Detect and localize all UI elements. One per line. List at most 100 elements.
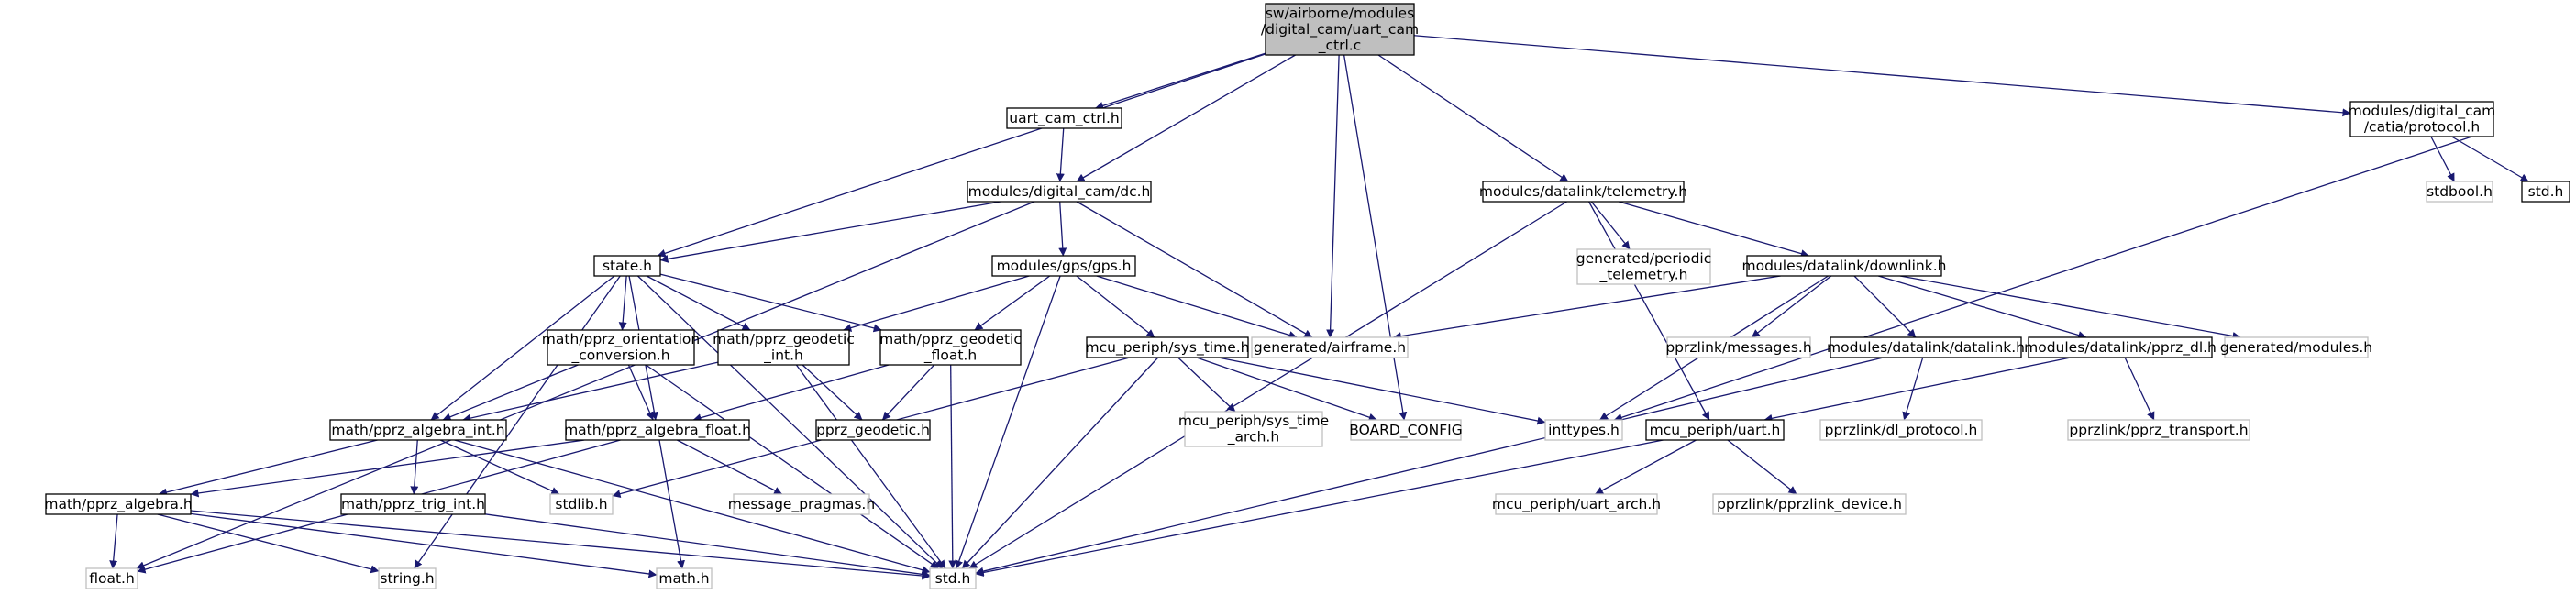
edge-alg_int_h-to-std_h [454,439,931,575]
node-catia-protocol-h[interactable]: modules/digital_cam/catia/protocol.h [2349,101,2495,138]
node-box [547,329,695,366]
node-label: math/pprz_algebra.h [44,496,192,513]
edge-pprz_dl_h-to-pprz_transport_h [2124,357,2155,421]
node-messages-h: pprzlink/messages.h [1665,336,1812,358]
edge-root-to-airframe_h [1326,54,1340,338]
node-label: modules/digital_cam [2349,103,2495,120]
edge-geo_float_h-to-alg_float_h [692,364,890,423]
edge-sys_time_h-to-board_config [1196,357,1377,422]
node-box [1251,336,1409,358]
node-box [967,181,1152,203]
edge-alg_float_h-to-msg_pragmas_h [677,439,783,495]
node-dc-h[interactable]: modules/digital_cam/dc.h [967,181,1152,203]
node-label: inttypes.h [1548,422,1620,438]
node-box [1645,419,1785,441]
node-box [1819,419,1983,441]
node-uart-cam-ctrl-h[interactable]: uart_cam_ctrl.h [1006,107,1122,129]
node-pprz-dl-h[interactable]: modules/datalink/pprz_dl.h [2024,336,2217,358]
node-box [717,329,850,366]
node-box [2349,101,2494,138]
node-label: _int.h [763,347,803,365]
node-label: /digital_cam/uart_cam [1261,21,1419,38]
edge-telemetry_h-to-periodic_tel_h [1590,201,1631,250]
node-box [2067,419,2250,441]
node-telemetry-h[interactable]: modules/datalink/telemetry.h [1479,181,1687,203]
node-box [2224,336,2369,358]
node-label: uart_cam_ctrl.h [1009,110,1119,127]
edge-datalink_h-to-std_h [975,357,1884,576]
node-uart-h[interactable]: mcu_periph/uart.h [1645,419,1785,441]
node-box [991,255,1136,277]
node-label: modules/digital_cam/dc.h [968,183,1151,201]
edge-root-to-uart_cam_ctrl_h [1095,52,1266,110]
node-label: state.h [603,258,652,274]
node-label: mcu_periph/sys_time.h [1086,339,1250,357]
node-label: generated/modules.h [2220,339,2372,356]
edge-root-to-state_h [657,53,1266,258]
node-box [1544,419,1623,441]
node-label: generated/airframe.h [1254,339,1406,356]
node-geo-float-h[interactable]: math/pprz_geodetic_float.h [879,329,1022,366]
node-downlink-h[interactable]: modules/datalink/downlink.h [1742,255,1947,277]
node-label: stdlib.h [555,496,607,512]
node-label: mcu_periph/uart_arch.h [1492,496,1661,513]
node-box [1350,419,1462,441]
node-box [593,255,661,277]
node-sys-time-h[interactable]: mcu_periph/sys_time.h [1086,336,1250,358]
node-label: math/pprz_algebra_float.h [564,422,751,439]
node-box [340,493,486,515]
node-label: mcu_periph/sys_time [1178,412,1329,430]
node-airframe-h: generated/airframe.h [1251,336,1409,358]
node-sys-time-arch-h: mcu_periph/sys_time_arch.h [1178,411,1329,447]
node-box [1495,493,1658,515]
node-alg-float-h[interactable]: math/pprz_algebra_float.h [564,419,751,441]
edge-alg_int_h-to-stdlib_h [439,439,560,495]
node-datalink-h[interactable]: modules/datalink/datalink.h [1827,336,2025,358]
edge-alg_int_h-to-trig_int_h [410,439,419,495]
edge-geo_float_h-to-std_h [948,364,957,569]
edge-state_h-to-alg_int_h [430,275,615,421]
node-std-h: std.h [929,567,977,589]
node-alg-h[interactable]: math/pprz_algebra.h [44,493,193,515]
node-label: math/pprz_trig_int.h [341,496,485,513]
node-label: float.h [89,570,135,587]
edge-telemetry_h-to-std_h [968,201,1567,569]
node-state-h[interactable]: state.h [593,255,661,277]
edge-uart_cam_ctrl_h-to-dc_h [1056,127,1065,182]
node-label: mcu_periph/uart.h [1650,422,1781,439]
node-std-h-2[interactable]: std.h [2521,181,2570,203]
edge-telemetry_h-to-downlink_h [1618,201,1809,258]
node-gps-h[interactable]: modules/gps/gps.h [991,255,1136,277]
node-float-h: float.h [85,567,138,589]
node-geo-int-h[interactable]: math/pprz_geodetic_int.h [713,329,855,366]
node-label: _ctrl.c [1318,37,1361,54]
node-label: sw/airborne/modules [1266,5,1414,21]
edge-catia_protocol_h-to-std_h_2 [2451,136,2529,182]
edge-dc_h-to-airframe_h [1076,201,1313,338]
node-orient-h[interactable]: math/pprz_orientation_conversion.h [542,329,700,366]
edge-dc_h-to-float_h [136,201,1035,569]
edge-downlink_h-to-datalink_h [1853,275,1917,338]
node-root[interactable]: sw/airborne/modules/digital_cam/uart_cam… [1261,3,1419,56]
edge-orient_h-to-alg_int_h [442,364,579,421]
edge-dc_h-to-state_h [659,201,1001,263]
edge-downlink_h-to-airframe_h [1392,275,1781,341]
node-pprz-geodetic-h[interactable]: pprz_geodetic.h [815,419,931,441]
node-label: math/pprz_orientation [542,331,700,348]
edge-alg_h-to-string_h [157,513,380,574]
node-box [1006,107,1122,129]
node-board-config: BOARD_CONFIG [1349,419,1463,441]
node-alg-int-h[interactable]: math/pprz_algebra_int.h [329,419,507,441]
node-label: _arch.h [1227,429,1279,446]
node-label: message_pragmas.h [728,496,875,513]
node-uart-arch-h: mcu_periph/uart_arch.h [1492,493,1661,515]
node-box [1184,411,1323,447]
node-inttypes-h: inttypes.h [1544,419,1623,441]
node-label: /catia/protocol.h [2364,119,2480,136]
node-label: pprzlink/messages.h [1665,339,1811,356]
node-trig-int-h[interactable]: math/pprz_trig_int.h [340,493,486,515]
edge-root-to-telemetry_h [1377,54,1569,182]
node-box [549,493,614,515]
node-gen-modules-h: generated/modules.h [2220,336,2372,358]
node-math-h: math.h [656,567,713,589]
